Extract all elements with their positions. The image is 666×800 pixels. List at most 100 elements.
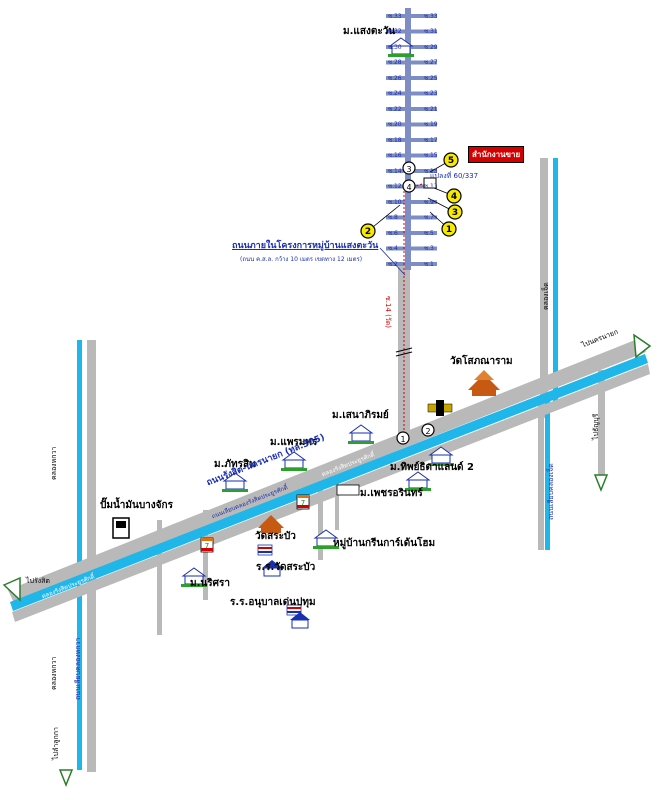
seven-eleven-icon: 7 [296, 494, 310, 510]
soi-label-left: ซ.4 [388, 245, 398, 252]
marker-number: 1 [446, 225, 452, 235]
soi-label-right: ซ.25 [424, 74, 438, 82]
soi-label-right: ซ.23 [424, 90, 438, 97]
canal-left-road [87, 340, 96, 772]
house-icon [313, 529, 339, 549]
soi-rung-right [411, 169, 437, 173]
soi-label-right: ซ.3 [424, 245, 434, 252]
soi-label-left: ซ.30 [388, 43, 402, 51]
label-village-green: หมู่บ้านกรีนการ์เด้นโฮม [333, 538, 436, 549]
access-road-label: ซ.14 (วัด) [384, 295, 393, 329]
soi-rung-left [386, 169, 405, 173]
junction-1 [396, 431, 410, 445]
soi-rung-left [386, 122, 405, 127]
temple-icon [468, 370, 500, 396]
soi-label-left: ซ.18 [388, 136, 402, 144]
school-flag-icon-2 [286, 604, 302, 616]
svg-text:7: 7 [301, 499, 305, 507]
road-break-2 [395, 351, 413, 357]
marker-number: 3 [452, 208, 458, 218]
soi-rung-right [411, 246, 437, 251]
svg-text:1: 1 [400, 435, 405, 444]
canal-right-road [540, 158, 548, 418]
junction-2 [421, 423, 435, 437]
marker-circle [441, 221, 457, 237]
svg-text:2: 2 [425, 427, 430, 436]
marker-number: 5 [448, 156, 454, 166]
canal-right-road-lower-2 [538, 400, 544, 550]
school-flag-icon [257, 544, 273, 556]
soi-label-right: ซ.19 [424, 121, 438, 128]
soi-label-right: ซ.33 [424, 12, 438, 20]
label-canal-left-2: คลองหกวา [50, 656, 58, 690]
junction-4 [402, 179, 416, 193]
label-village-phatra: ม.ภัทรสิน [214, 459, 256, 470]
soi-label-right: ซ.29 [424, 43, 438, 51]
soi-rung-right [411, 29, 437, 34]
parallel-road [12, 364, 650, 622]
inner-road-spec: (ถนน ค.ส.ล. กว้าง 10 เมตร เขตทาง 12 เมตร… [240, 256, 363, 263]
access-road [398, 265, 410, 445]
site-office-icon [423, 177, 437, 189]
label-canal-right-road: ถนนเลียบคลองเจ็ด [547, 463, 555, 520]
soi-label-left: ซ.10 [388, 198, 402, 206]
soi-rung-right [411, 91, 437, 96]
soi-rung-left [386, 231, 405, 235]
arrow-down-left-icon [58, 769, 74, 788]
soi-label-left: ซ.22 [388, 105, 402, 113]
soi-label-right: ซ.13 [424, 167, 438, 175]
label-gas: ปั๊มน้ำมันบางจักร [100, 500, 173, 511]
house-icon [405, 471, 431, 491]
house-icon [281, 451, 307, 471]
side-road-3 [318, 480, 323, 560]
side-road-2 [203, 510, 208, 600]
pointer-line [379, 247, 406, 276]
soi-label-right: ซ.7 [424, 214, 434, 221]
soi-label-right: ซ.1 [424, 260, 434, 268]
soi-label-right: ซ.21 [424, 105, 438, 113]
label-down-left: ไปลำลูกกา [52, 727, 60, 760]
bank-icon [336, 484, 360, 496]
label-village-phet: ม.เพชรอรินทร์ [360, 488, 423, 499]
school-building-icon-2 [290, 612, 310, 629]
soi-rung-right [411, 231, 437, 235]
marker-number: 2 [365, 227, 371, 237]
label-village-phraphat: ม.แพรมพร [270, 437, 318, 448]
marker-circle [446, 188, 462, 204]
label-to-left: ไปรังสิต [26, 577, 50, 585]
soi-rung-right [411, 122, 437, 127]
label-down-right: ไปธัญบุรี [592, 413, 600, 440]
soi-rung-left [386, 215, 405, 220]
soi-label-right: ซ.27 [424, 59, 438, 66]
canal-right [553, 158, 558, 408]
soi-rung-left [386, 76, 405, 80]
house-icon [222, 472, 248, 492]
soi-label-left: ซ.24 [388, 90, 402, 97]
temple-small-icon [258, 515, 284, 533]
soi-label-left: ซ.32 [388, 28, 402, 35]
soi-rung-right [411, 76, 437, 80]
project-name: ม.แสงตะวัน [343, 26, 396, 37]
arrow-down-right-icon [593, 474, 609, 493]
soi-rung-left [386, 14, 405, 18]
label-school-2: ร.ร.อนุบาลเด่นปทุม [230, 597, 316, 608]
soi-label-left: ซ.16 [388, 152, 402, 159]
soi-label-left: ซ.12 [388, 183, 402, 190]
marker-number: 4 [451, 192, 457, 202]
canal-right-lower [545, 395, 550, 550]
svg-text:7: 7 [205, 542, 209, 550]
side-road-1 [157, 520, 162, 635]
soi-label-right: ซ.5 [424, 229, 434, 237]
label-temple-main: วัดโสภณาราม [450, 356, 513, 367]
junction-3 [402, 161, 416, 175]
route-to-site [403, 182, 426, 265]
label-canal-left-road: ถนนเลียบคลองหกวา [74, 637, 82, 700]
soi-label-left: ซ.14 [388, 167, 402, 175]
soi-label-right: ซ.15 [424, 152, 438, 159]
soi-label-left: ซ.2 [388, 260, 398, 268]
house-icon [348, 424, 374, 444]
soi-rung-right [411, 14, 437, 18]
soi-label-right: ซ.9 [424, 198, 434, 206]
label-canal-left: คลองหกวา [50, 446, 58, 480]
